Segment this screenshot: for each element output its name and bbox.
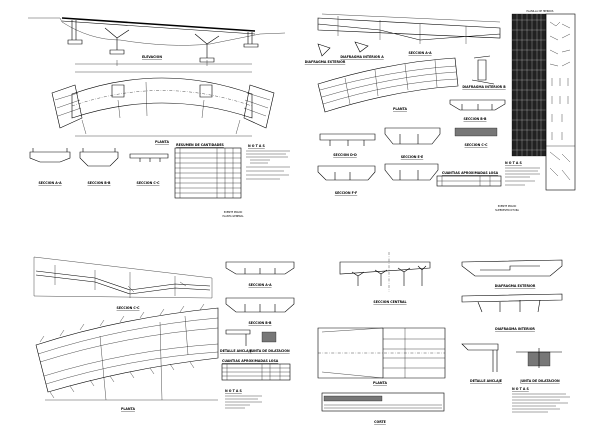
section-aa-label: SECCION A-A bbox=[38, 181, 62, 185]
longitudinal-section-cc: SECCION C-C bbox=[33, 256, 213, 310]
details: DETALLE ANCLAJE JUNTA DE DILATACION bbox=[461, 343, 562, 383]
elevation-view: CORTE bbox=[321, 392, 445, 424]
large-curved-plan: PLANTA bbox=[35, 303, 219, 411]
section-bb-label: SECCION B-B bbox=[248, 321, 272, 325]
project-name: PUENTE PRADO bbox=[224, 211, 243, 214]
sheet-3: SECCION C-C PLANTA SECCION A-A SECCION B… bbox=[33, 256, 295, 411]
diaphragm-ext-label: DIAFRAGMA EXTERIOR bbox=[305, 60, 346, 64]
plan-label: PLANTA bbox=[373, 381, 387, 385]
section-cc-label: SECCION C-C bbox=[465, 143, 489, 147]
section-cc-label: SECCION C-C bbox=[117, 306, 141, 310]
sections-grid: SECCION B-B SECCION C-C SECCION D-D SECC… bbox=[317, 99, 506, 195]
joint-label: JUNTA DE DILATACION bbox=[249, 349, 290, 353]
rebar-schedule: PLANILLA DE HIERROS N O T A S bbox=[505, 10, 576, 191]
section-ee-label: SECCION E-E bbox=[401, 155, 424, 159]
cross-sections: SECCION A-A SECCION B-B SECCION C-C bbox=[29, 148, 169, 185]
elevation-label: ELEVACION bbox=[142, 55, 162, 59]
detail-anchor-label: DETALLE ANCLAJE bbox=[470, 379, 502, 383]
plan-label: PLANTA bbox=[155, 140, 169, 144]
quantities-table: RESUMEN DE CANTIDADES bbox=[174, 143, 242, 199]
notes-block: N O T A S bbox=[246, 144, 290, 180]
notes-title: N O T A S bbox=[248, 144, 265, 148]
elevation-view: ELEVACION bbox=[28, 17, 286, 66]
joint-label: JUNTA DE DILATACION bbox=[519, 379, 560, 383]
section-bb-label: SECCION B-B bbox=[87, 181, 111, 185]
table-title: CUANTIAS APROXIMADAS LOSA bbox=[442, 171, 499, 175]
sheet-4: SECCION CENTRAL DIAFRAGMA EXTERIOR DIAFR… bbox=[317, 252, 570, 424]
sheet-name: SUPERESTRUCTURA bbox=[495, 209, 519, 212]
longitudinal-section: SECCION A-A bbox=[317, 13, 501, 55]
notes-title: N O T A S bbox=[512, 387, 529, 391]
section-dd-label: SECCION D-D bbox=[333, 153, 357, 157]
title-block: PUENTE PRADO SUPERESTRUCTURA bbox=[495, 205, 519, 212]
diaphragms: DIAFRAGMA EXTERIOR DIAFRAGMA INTERIOR bbox=[461, 259, 563, 331]
slab-quantities-table: CUANTIAS APROXIMADAS LOSA N O T A S bbox=[221, 359, 291, 409]
sheet-name: PLANTA GENERAL bbox=[222, 215, 244, 218]
diaphragm-int-label: DIAFRAGMA INTERIOR bbox=[495, 327, 535, 331]
diaphragm-int-b-label: DIAFRAGMA INTERIOR B bbox=[462, 85, 506, 89]
table-title: RESUMEN DE CANTIDADES bbox=[176, 143, 224, 147]
rebar-table-title: PLANILLA DE HIERROS bbox=[527, 10, 554, 13]
section-aa-label: SECCION A-A bbox=[408, 51, 432, 55]
plan-view: PLANTA bbox=[317, 327, 446, 385]
central-section-label: SECCION CENTRAL bbox=[373, 300, 406, 304]
sheet-1: ELEVACION PLANTA SECCION A-A SECCION B-B… bbox=[28, 17, 290, 218]
slab-quantities-table: CUANTIAS APROXIMADAS LOSA bbox=[436, 171, 502, 187]
sheet-2: SECCION A-A DIAFRAGMA EXTERIOR DIAFRAGMA… bbox=[305, 10, 576, 212]
central-section: SECCION CENTRAL bbox=[339, 252, 431, 304]
diaphragm-details: DIAFRAGMA EXTERIOR DIAFRAGMA INTERIOR A … bbox=[305, 41, 506, 89]
notes-block: N O T A S bbox=[512, 387, 570, 413]
section-ff-label: SECCION F-F bbox=[335, 191, 357, 195]
notes-title: N O T A S bbox=[225, 389, 242, 393]
elevation-label: CORTE bbox=[374, 420, 386, 424]
small-sections: SECCION A-A SECCION B-B DETALLE ANCLAJE … bbox=[220, 261, 295, 353]
section-cc-label: SECCION C-C bbox=[137, 181, 161, 185]
diaphragm-ext-label: DIAFRAGMA EXTERIOR bbox=[495, 284, 536, 288]
plan-label: PLANTA bbox=[121, 407, 135, 411]
title-block: PUENTE PRADO PLANTA GENERAL bbox=[222, 211, 244, 218]
plan-view: PLANTA bbox=[51, 71, 275, 144]
notes-title: N O T A S bbox=[505, 161, 522, 165]
diaphragm-int-label: DIAFRAGMA INTERIOR A bbox=[340, 55, 384, 59]
project-name: PUENTE PRADO bbox=[498, 205, 517, 208]
section-bb-label: SECCION B-B bbox=[463, 117, 487, 121]
detail-anchor-label: DETALLE ANCLAJE bbox=[220, 349, 252, 353]
plan-label: PLANTA bbox=[393, 107, 407, 111]
curved-plan: PLANTA bbox=[317, 57, 459, 113]
section-aa-label: SECCION A-A bbox=[248, 283, 272, 287]
table-title: CUANTIAS APROXIMADAS LOSA bbox=[222, 359, 279, 363]
